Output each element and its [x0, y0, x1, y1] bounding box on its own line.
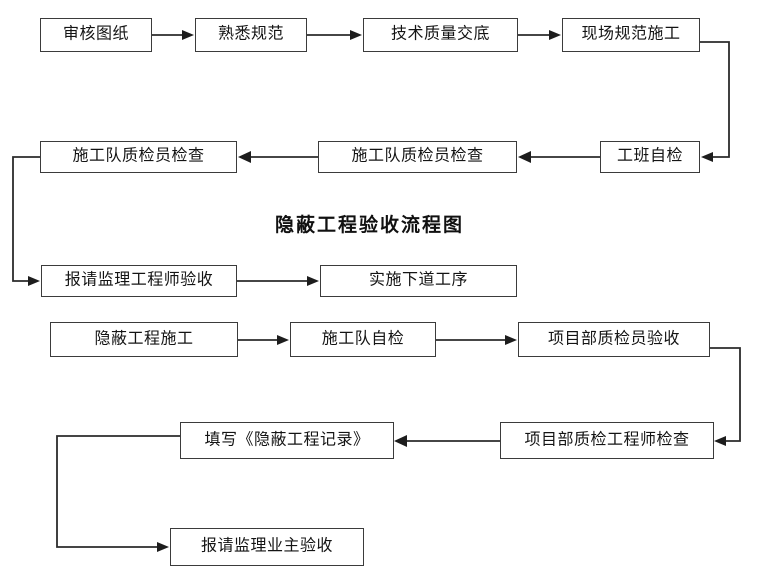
- node-shigongduizhijianyuanjiancha-left[interactable]: 施工队质检员检查: [40, 141, 237, 173]
- node-gongbanzijian[interactable]: 工班自检: [600, 141, 700, 173]
- connector-n8-n9: [237, 276, 319, 286]
- node-xianchangguifanshigong[interactable]: 现场规范施工: [562, 18, 700, 52]
- connector-n3-n4: [518, 30, 561, 40]
- node-label: 报请监理工程师验收: [64, 271, 214, 289]
- node-shishixiadaogongxu[interactable]: 实施下道工序: [320, 265, 517, 297]
- node-shigongduizijian[interactable]: 施工队自检: [290, 322, 436, 357]
- node-label: 填写《隐蔽工程记录》: [204, 431, 370, 448]
- node-label: 工班自检: [616, 147, 683, 165]
- connector-n5-n8: [12, 156, 40, 286]
- node-tianxieyinbigongchengjilu[interactable]: 填写《隐蔽工程记录》: [180, 422, 394, 459]
- node-label: 现场规范施工: [581, 25, 681, 43]
- connector-n11-n12: [436, 335, 517, 345]
- diagram-title: 隐蔽工程验收流程图: [275, 215, 465, 236]
- node-label: 项目部质检工程师检查: [524, 431, 690, 448]
- node-baoqingjianliyezhuyanshou[interactable]: 报请监理业主验收: [170, 528, 364, 566]
- node-label: 实施下道工序: [368, 271, 468, 289]
- node-yinbigongchengshigong[interactable]: 隐蔽工程施工: [50, 322, 238, 357]
- connector-n4-n7: [700, 41, 730, 162]
- connector-n10-n11: [238, 335, 289, 345]
- node-baoqingjianligongchengshiyanshou[interactable]: 报请监理工程师验收: [41, 265, 237, 297]
- node-jishuzhiliangjiaodi[interactable]: 技术质量交底: [363, 18, 518, 52]
- node-label: 项目部质检员验收: [547, 330, 680, 347]
- connector-n14-n13: [394, 435, 500, 447]
- node-xiangmubuzhijiangongchengshijiancha[interactable]: 项目部质检工程师检查: [500, 422, 714, 459]
- node-label: 隐蔽工程施工: [94, 330, 194, 347]
- connector-n1-n2: [152, 30, 194, 40]
- connector-n2-n3: [307, 30, 362, 40]
- node-label: 施工队质检员检查: [72, 147, 205, 165]
- node-label: 施工队质检员检查: [351, 147, 484, 165]
- node-label: 技术质量交底: [390, 25, 490, 43]
- connector-n7-n6: [518, 151, 600, 163]
- node-shenhetuzhi[interactable]: 审核图纸: [40, 18, 152, 52]
- connector-n6-n5: [238, 151, 318, 163]
- node-xiangmubuzhijianyuanyanshou[interactable]: 项目部质检员验收: [518, 322, 710, 357]
- node-label: 施工队自检: [321, 330, 405, 347]
- node-shigongduizhijianyuanjiancha-middle[interactable]: 施工队质检员检查: [318, 141, 517, 173]
- connector-n13-n15: [56, 435, 180, 552]
- node-shuxiguifan[interactable]: 熟悉规范: [195, 18, 307, 52]
- node-label: 报请监理业主验收: [200, 537, 333, 555]
- node-label: 熟悉规范: [217, 25, 284, 43]
- connector-n12-n14: [710, 347, 741, 446]
- node-label: 审核图纸: [62, 25, 129, 43]
